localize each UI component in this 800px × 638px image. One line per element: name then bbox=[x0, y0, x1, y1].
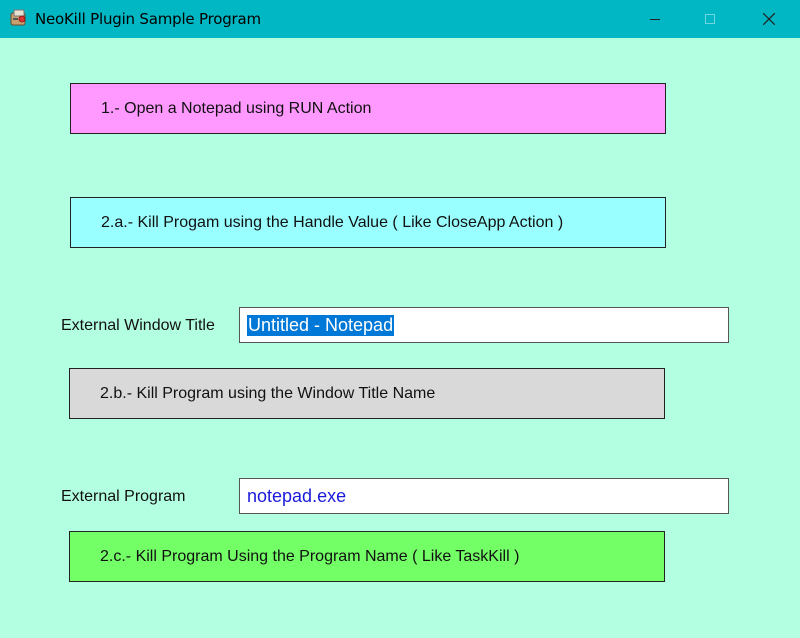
window-title-label: External Window Title bbox=[61, 317, 215, 334]
neokill-app-icon[interactable] bbox=[9, 9, 29, 27]
program-value: notepad.exe bbox=[247, 485, 347, 506]
open-notepad-button[interactable]: 1.- Open a Notepad using RUN Action bbox=[70, 83, 666, 134]
kill-by-handle-button[interactable]: 2.a.- Kill Progam using the Handle Value… bbox=[70, 197, 666, 248]
client-area: 1.- Open a Notepad using RUN Action 2.a.… bbox=[0, 38, 800, 638]
minimize-icon bbox=[650, 19, 660, 20]
maximize-icon bbox=[705, 14, 715, 24]
close-icon bbox=[763, 13, 775, 25]
close-button[interactable] bbox=[746, 0, 792, 38]
window-title: NeoKill Plugin Sample Program bbox=[35, 10, 261, 28]
program-input[interactable]: notepad.exe bbox=[239, 478, 729, 514]
maximize-button[interactable] bbox=[687, 0, 733, 38]
title-bar[interactable]: NeoKill Plugin Sample Program bbox=[0, 0, 800, 38]
kill-by-title-button[interactable]: 2.b.- Kill Program using the Window Titl… bbox=[69, 368, 665, 419]
window-title-value: Untitled - Notepad bbox=[247, 314, 395, 336]
window-title-input[interactable]: Untitled - Notepad bbox=[239, 307, 729, 343]
program-label: External Program bbox=[61, 488, 186, 505]
minimize-button[interactable] bbox=[632, 0, 678, 38]
kill-by-program-button[interactable]: 2.c.- Kill Program Using the Program Nam… bbox=[69, 531, 665, 582]
